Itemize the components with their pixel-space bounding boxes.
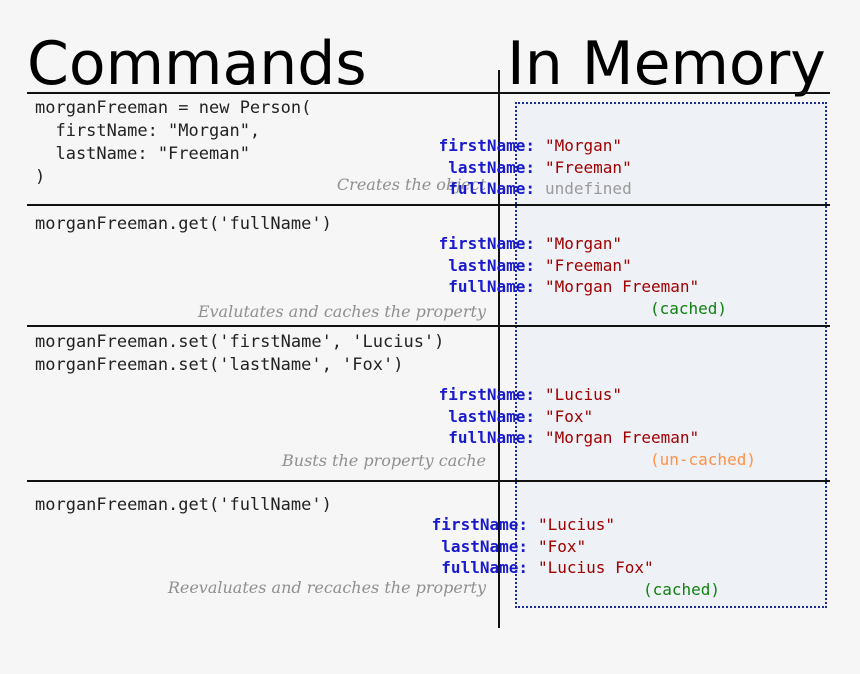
lastname-key: lastName: bbox=[448, 157, 535, 177]
fullname-key: fullName: bbox=[448, 179, 535, 198]
lastname-value: "Fox" bbox=[538, 536, 587, 556]
memory-row: firstName: "Morgan" bbox=[431, 135, 632, 157]
command-note-3: Busts the property cache bbox=[282, 451, 486, 470]
memory-state-3: firstName: "Lucius" lastName: "Fox" fullNa… bbox=[431, 384, 756, 470]
memory-row: lastName: "Freeman" bbox=[431, 157, 632, 179]
lastname-key: lastName: bbox=[441, 536, 528, 556]
fullname-value: undefined bbox=[545, 179, 632, 198]
command-code-2: morganFreeman.get('fullName') bbox=[35, 214, 332, 234]
lastname-key: lastName: bbox=[448, 255, 535, 275]
memory-row: fullName: undefined bbox=[431, 178, 632, 200]
command-note-2: Evalutates and caches the property bbox=[197, 302, 486, 321]
fullname-key: fullName: bbox=[448, 277, 535, 296]
row-divider-3 bbox=[27, 480, 830, 482]
header-divider bbox=[27, 92, 830, 94]
memory-row: firstName: "Lucius" bbox=[431, 384, 756, 406]
memory-row: firstName: "Lucius" bbox=[424, 514, 720, 536]
firstname-value: "Lucius" bbox=[538, 515, 616, 534]
lastname-key: lastName: bbox=[448, 406, 535, 426]
fullname-key: fullName: bbox=[441, 558, 528, 577]
memory-state-4: firstName: "Lucius" lastName: "Fox" fullNa… bbox=[424, 514, 720, 600]
command-code-3: morganFreeman.set('firstName', 'Lucius')… bbox=[35, 332, 445, 375]
command-code-4: morganFreeman.get('fullName') bbox=[35, 495, 332, 515]
firstname-key: firstName: bbox=[438, 234, 535, 253]
memory-state-2: firstName: "Morgan" lastName: "Freeman" fu… bbox=[431, 233, 727, 319]
memory-row: firstName: "Morgan" bbox=[431, 233, 727, 255]
row-divider-2 bbox=[27, 325, 830, 327]
memory-row: lastName: "Freeman" bbox=[431, 255, 727, 277]
firstname-value: "Lucius" bbox=[545, 385, 623, 404]
row-divider-1 bbox=[27, 204, 830, 206]
command-note-4: Reevaluates and recaches the property bbox=[167, 578, 486, 597]
firstname-key: firstName: bbox=[438, 136, 535, 155]
firstname-key: firstName: bbox=[431, 515, 528, 534]
cache-status: (cached) bbox=[643, 579, 721, 599]
lastname-value: "Freeman" bbox=[545, 255, 632, 275]
firstname-value: "Morgan" bbox=[545, 234, 623, 253]
memory-panel bbox=[515, 102, 827, 608]
command-code-1: morganFreeman = new Person( firstName: "… bbox=[35, 98, 312, 187]
memory-state-1: firstName: "Morgan" lastName: "Freeman" fu… bbox=[431, 135, 632, 200]
fullname-value: "Morgan Freeman" bbox=[545, 277, 700, 296]
memory-row: fullName: "Lucius Fox" bbox=[424, 557, 720, 579]
commands-heading: Commands bbox=[27, 29, 367, 99]
memory-row: lastName: "Fox" bbox=[431, 406, 756, 428]
fullname-key: fullName: bbox=[448, 428, 535, 447]
in-memory-heading: In Memory bbox=[507, 29, 826, 99]
column-divider bbox=[498, 70, 500, 628]
memory-row: lastName: "Fox" bbox=[424, 536, 720, 558]
cache-status: (un-cached) bbox=[650, 449, 756, 469]
memory-row: fullName: "Morgan Freeman" bbox=[431, 276, 727, 298]
firstname-value: "Morgan" bbox=[545, 136, 623, 155]
lastname-value: "Freeman" bbox=[545, 157, 632, 177]
lastname-value: "Fox" bbox=[545, 406, 594, 426]
cache-status: (cached) bbox=[650, 298, 728, 318]
firstname-key: firstName: bbox=[438, 385, 535, 404]
fullname-value: "Morgan Freeman" bbox=[545, 428, 700, 447]
fullname-value: "Lucius Fox" bbox=[538, 558, 654, 577]
command-note-1: Creates the object bbox=[336, 175, 486, 194]
memory-row: fullName: "Morgan Freeman" bbox=[431, 427, 756, 449]
